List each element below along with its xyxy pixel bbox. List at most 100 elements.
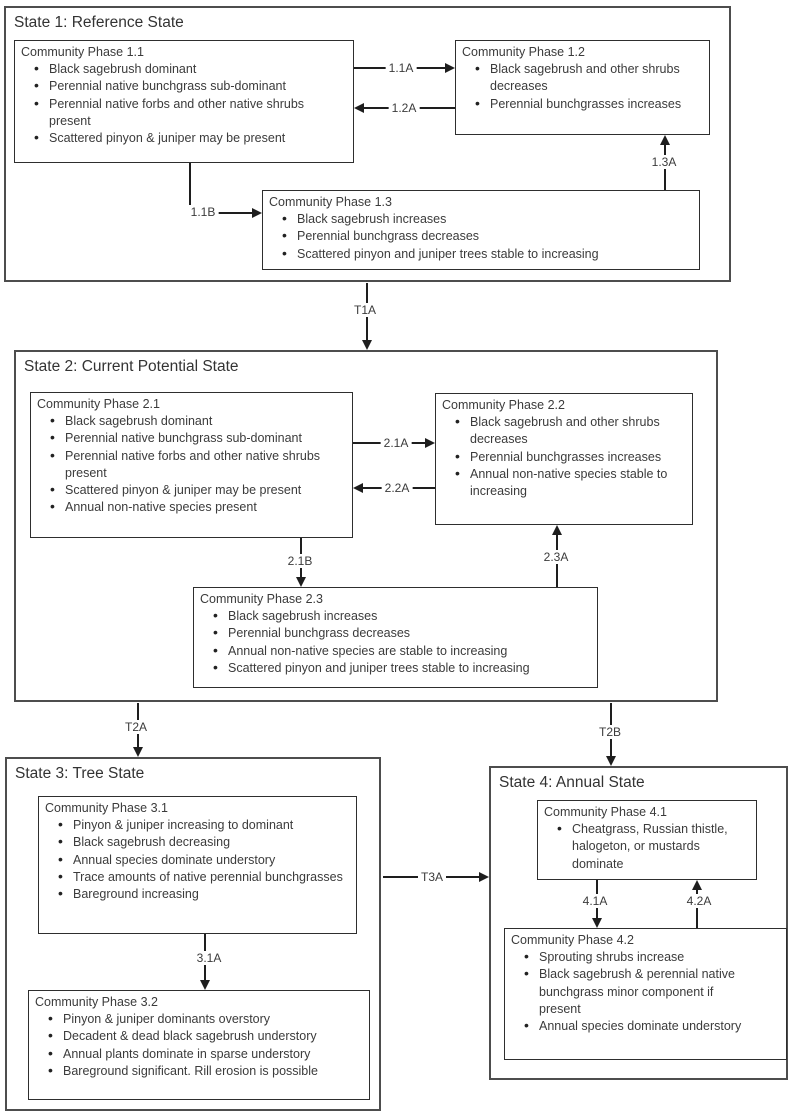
arrow-4-1A-label: 4.1A (579, 894, 611, 908)
bullet-item: Annual species dominate understory (45, 851, 350, 869)
bullet-item: Black sagebrush decreasing (45, 833, 350, 851)
arrow-2-2A-label: 2.2A (381, 481, 413, 495)
phase-2-1-bullets: Black sagebrush dominantPerennial native… (37, 412, 332, 516)
bullet-item: Perennial native bunchgrass sub-dominant (37, 429, 332, 447)
bullet-item: Trace amounts of native perennial bunchg… (45, 868, 350, 886)
arrow-4-2A-line (696, 890, 698, 928)
state-3-title: State 3: Tree State (15, 765, 145, 782)
transition-T1A-label: T1A (350, 303, 380, 317)
transition-T3A-arrowhead-icon (479, 872, 489, 882)
transition-T2B-label: T2B (595, 725, 625, 739)
bullet-item: Perennial bunchgrass decreases (200, 624, 591, 642)
bullet-item: Sprouting shrubs increase (511, 948, 758, 966)
arrow-2-1B-arrowhead-icon (296, 577, 306, 587)
transition-T1A-arrowhead-icon (362, 340, 372, 350)
phase-1-2-title: Community Phase 1.2 (462, 45, 585, 59)
bullet-item: Black sagebrush & perennial native bunch… (511, 965, 758, 1018)
arrow-4-2A-label: 4.2A (683, 894, 715, 908)
state-2-title: State 2: Current Potential State (24, 358, 239, 375)
phase-3-2-bullets: Pinyon & juniper dominants overstoryDeca… (35, 1010, 363, 1080)
phase-3-2-box: Community Phase 3.2 Pinyon & juniper dom… (28, 990, 370, 1100)
bullet-item: Pinyon & juniper dominants overstory (35, 1010, 363, 1028)
bullet-item: Black sagebrush and other shrubs decreas… (462, 60, 685, 95)
phase-1-1-title: Community Phase 1.1 (21, 45, 144, 59)
phase-4-2-title: Community Phase 4.2 (511, 933, 634, 947)
arrow-1-1B-hline (189, 212, 253, 214)
phase-3-2-title: Community Phase 3.2 (35, 995, 158, 1009)
bullet-item: Black sagebrush increases (269, 210, 693, 228)
arrow-3-1A-arrowhead-icon (200, 980, 210, 990)
bullet-item: Black sagebrush dominant (21, 60, 333, 78)
phase-1-1-bullets: Black sagebrush dominantPerennial native… (21, 60, 333, 147)
bullet-item: Perennial bunchgrasses increases (462, 95, 685, 113)
bullet-item: Black sagebrush increases (200, 607, 591, 625)
transition-T2A-label: T2A (121, 720, 151, 734)
bullet-item: Pinyon & juniper increasing to dominant (45, 816, 350, 834)
phase-2-2-bullets: Black sagebrush and other shrubs decreas… (442, 413, 668, 500)
arrow-1-1A-arrowhead-icon (445, 63, 455, 73)
bullet-item: Perennial bunchgrasses increases (442, 448, 668, 466)
arrow-1-2A-label: 1.2A (388, 101, 420, 115)
state-2-box: State 2: Current Potential State (14, 350, 718, 702)
bullet-item: Scattered pinyon and juniper trees stabl… (269, 245, 693, 263)
bullet-item: Decadent & dead black sagebrush understo… (35, 1027, 363, 1045)
bullet-item: Scattered pinyon and juniper trees stabl… (200, 659, 591, 677)
phase-1-1-box: Community Phase 1.1 Black sagebrush domi… (14, 40, 354, 163)
phase-3-1-bullets: Pinyon & juniper increasing to dominantB… (45, 816, 350, 903)
phase-4-1-title: Community Phase 4.1 (544, 805, 667, 819)
bullet-item: Scattered pinyon & juniper may be presen… (21, 129, 333, 147)
arrow-1-1B-label: 1.1B (187, 205, 219, 219)
state-1-box: State 1: Reference State (4, 6, 731, 282)
phase-4-1-box: Community Phase 4.1 Cheatgrass, Russian … (537, 800, 757, 880)
bullet-item: Perennial native forbs and other native … (37, 447, 332, 482)
state-4-box: State 4: Annual State (489, 766, 788, 1080)
bullet-item: Annual non-native species stable to incr… (442, 465, 668, 500)
phase-2-3-box: Community Phase 2.3 Black sagebrush incr… (193, 587, 598, 688)
phase-2-3-title: Community Phase 2.3 (200, 592, 323, 606)
phase-3-1-box: Community Phase 3.1 Pinyon & juniper inc… (38, 796, 357, 934)
arrow-2-1B-label: 2.1B (284, 554, 316, 568)
state-1-title: State 1: Reference State (14, 14, 184, 31)
transition-T2B-arrowhead-icon (606, 756, 616, 766)
arrow-2-3A-arrowhead-icon (552, 525, 562, 535)
phase-3-1-title: Community Phase 3.1 (45, 801, 168, 815)
arrow-2-1A-label: 2.1A (380, 436, 412, 450)
bullet-item: Perennial bunchgrass decreases (269, 227, 693, 245)
state-4-title: State 4: Annual State (499, 774, 645, 791)
arrow-1-1B-arrowhead-icon (252, 208, 262, 218)
phase-2-2-box: Community Phase 2.2 Black sagebrush and … (435, 393, 693, 525)
bullet-item: Scattered pinyon & juniper may be presen… (37, 481, 332, 499)
bullet-item: Annual non-native species are stable to … (200, 642, 591, 660)
arrow-2-2A-arrowhead-icon (353, 483, 363, 493)
phase-1-3-bullets: Black sagebrush increasesPerennial bunch… (269, 210, 693, 263)
bullet-item: Bareground significant. Rill erosion is … (35, 1062, 363, 1080)
phase-2-3-bullets: Black sagebrush increasesPerennial bunch… (200, 607, 591, 677)
arrow-1-3A-label: 1.3A (648, 155, 680, 169)
phase-1-3-title: Community Phase 1.3 (269, 195, 392, 209)
arrow-3-1A-label: 3.1A (193, 951, 225, 965)
bullet-item: Annual non-native species present (37, 498, 332, 516)
bullet-item: Black sagebrush dominant (37, 412, 332, 430)
state-3-box: State 3: Tree State (5, 757, 381, 1111)
phase-4-1-bullets: Cheatgrass, Russian thistle, halogeton, … (544, 820, 748, 873)
phase-1-2-bullets: Black sagebrush and other shrubs decreas… (462, 60, 685, 113)
arrow-2-3A-label: 2.3A (540, 550, 572, 564)
bullet-item: Cheatgrass, Russian thistle, halogeton, … (544, 820, 748, 873)
arrow-4-2A-arrowhead-icon (692, 880, 702, 890)
bullet-item: Bareground increasing (45, 885, 350, 903)
transition-T3A-label: T3A (417, 870, 447, 884)
arrow-1-3A-arrowhead-icon (660, 135, 670, 145)
phase-1-2-box: Community Phase 1.2 Black sagebrush and … (455, 40, 710, 135)
phase-2-2-title: Community Phase 2.2 (442, 398, 565, 412)
arrow-2-1A-arrowhead-icon (425, 438, 435, 448)
bullet-item: Annual species dominate understory (511, 1017, 758, 1035)
phase-2-1-box: Community Phase 2.1 Black sagebrush domi… (30, 392, 353, 538)
phase-4-2-box: Community Phase 4.2 Sprouting shrubs inc… (504, 928, 787, 1060)
bullet-item: Black sagebrush and other shrubs decreas… (442, 413, 668, 448)
arrow-1-1B-vline (189, 163, 191, 213)
phase-2-1-title: Community Phase 2.1 (37, 397, 160, 411)
arrow-1-2A-arrowhead-icon (354, 103, 364, 113)
bullet-item: Perennial native forbs and other native … (21, 95, 333, 130)
arrow-4-1A-arrowhead-icon (592, 918, 602, 928)
